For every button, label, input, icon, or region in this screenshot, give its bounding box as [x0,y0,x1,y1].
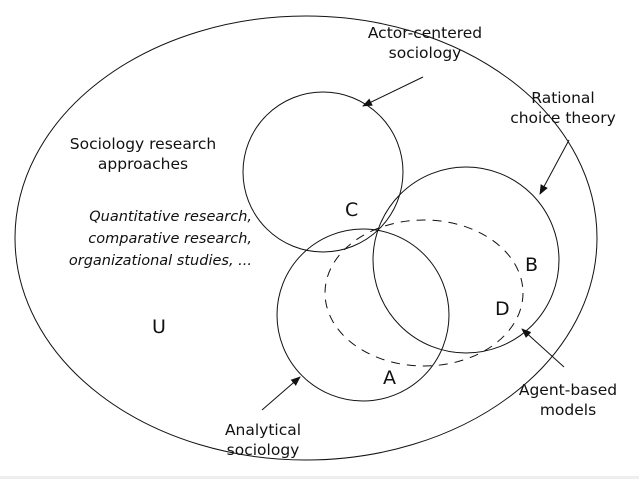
examples-text: Quantitative research, comparative resea… [66,206,252,272]
analytical-label-line1: Analytical [224,421,302,439]
region-u-label: U [152,316,166,338]
rational-arrow [539,139,570,195]
actor-arrow [362,76,424,107]
actor-centered-circle [242,91,404,253]
rational-choice-label: Rational choice theory [503,88,623,128]
actor-centered-label: Actor-centered sociology [355,23,495,63]
agent-label-line2: models [539,401,597,419]
rational-label-line1: Rational [531,89,595,107]
analytical-sociology-label: Analytical sociology [208,420,318,460]
bottom-divider [0,476,639,479]
universe-label: Sociology research approaches [58,134,228,174]
analytical-arrow [261,376,301,411]
rational-choice-circle [372,166,560,354]
agent-arrow [521,328,565,368]
actor-label-line2: sociology [388,44,462,62]
examples-line2: comparative research, [88,231,252,247]
region-c-label: C [345,199,359,221]
region-a-label: A [383,367,396,389]
agent-based-label: Agent-based models [508,380,628,420]
agent-based-dashed-ellipse [324,219,524,367]
analytical-sociology-circle [276,228,450,402]
region-b-label: B [525,254,539,276]
examples-line3: organizational studies, ... [68,253,252,269]
agent-label-line1: Agent-based [518,381,618,399]
examples-line1: Quantitative research, [89,209,252,225]
universe-label-line1: Sociology research [69,135,217,153]
actor-label-line1: Actor-centered [367,24,483,42]
region-d-label: D [495,298,510,320]
universe-ellipse [14,15,598,461]
rational-label-line2: choice theory [510,109,616,127]
analytical-label-line2: sociology [226,441,300,459]
universe-label-line2: approaches [97,155,189,173]
